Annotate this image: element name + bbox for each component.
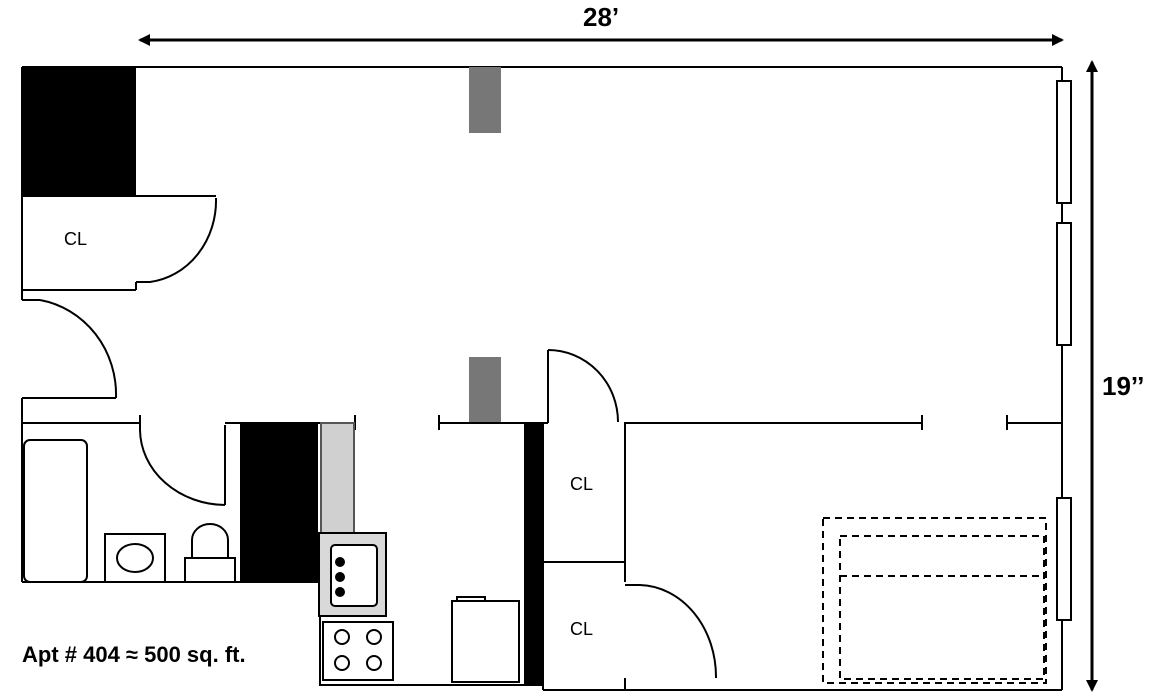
bed (822, 517, 1047, 684)
bathroom-sink (104, 533, 166, 583)
bathroom-shaft (240, 423, 318, 582)
apartment-caption: Apt # 404 ≈ 500 sq. ft. (22, 642, 246, 667)
entrance-door (22, 299, 118, 399)
closet-label-entry: CL (64, 229, 88, 249)
top-left-shaft (22, 67, 136, 195)
windows (1056, 80, 1072, 621)
bathroom (22, 415, 356, 583)
bedroom-closets (542, 349, 718, 690)
kitchen (318, 422, 520, 683)
column-top (469, 67, 501, 133)
stove (322, 621, 394, 681)
toilet-tank (184, 557, 236, 583)
window (1056, 80, 1072, 204)
bathtub (23, 439, 88, 583)
height-dimension-label: 19’’ (1102, 371, 1145, 401)
partition-wall (438, 415, 1062, 430)
entry-closet (22, 195, 218, 291)
width-dimension-label: 28’ (583, 2, 620, 32)
window (1056, 497, 1072, 621)
refrigerator (451, 600, 520, 683)
column-middle (469, 357, 501, 423)
closet-label-lower: CL (570, 619, 594, 639)
kitchen-shaft (524, 423, 544, 685)
closet-label-upper: CL (570, 474, 594, 494)
window (1056, 222, 1072, 346)
kitchen-counter (320, 422, 355, 534)
